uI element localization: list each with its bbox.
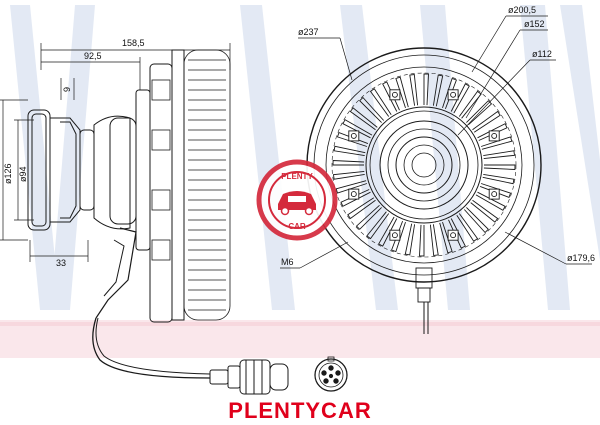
bolt-hole-center [350,132,357,139]
fin [333,145,366,157]
fin [359,96,385,123]
bolt-hole [348,188,360,200]
fin [483,164,516,170]
fin [366,211,390,240]
fin [332,170,365,180]
fin [395,76,409,109]
bolt-hole [488,188,500,200]
fin [439,221,453,254]
side-dim-lines [0,43,231,262]
fin [349,107,378,131]
dim-outer-diameter: ø126 [3,163,13,184]
dim-inner-diameter: ø94 [18,166,28,182]
fin [483,150,516,160]
dim-overall-width: 158,5 [122,38,145,48]
bolt-hole [389,89,401,101]
front-view [280,15,592,334]
bolt-hole [447,229,459,241]
dim-front-ring-diameter: ø200,5 [508,5,536,15]
bolt-hole-center [491,191,498,198]
bolt-hole-center [391,91,398,98]
fin [456,213,479,242]
side-view [0,43,289,395]
fin [482,173,515,185]
dim-front-hub-diameter: ø112 [532,49,552,59]
fin [429,224,439,257]
dim-bore-height: 9 [62,87,72,92]
bolt-hole [389,229,401,241]
fin [347,197,376,220]
seal-text-top: PLENTY [281,172,313,181]
fin [472,110,501,133]
dim-flange-width: 33 [56,258,66,268]
bolt-holes [348,89,500,241]
fin [409,73,419,106]
fin [463,207,489,234]
fin [335,180,368,194]
dim-front-outer-diameter: ø237 [298,27,319,37]
dim-front-mid-diameter: ø152 [524,19,545,29]
fin [466,100,493,126]
bolt-hole-center [491,132,498,139]
fin [470,199,499,223]
dim-hub-width: 92,5 [84,51,102,61]
fin [480,136,513,150]
side-fins [183,49,231,321]
round-connector-pin-icon [314,356,348,392]
fin [369,88,392,117]
fin [355,204,382,230]
seal-text-bottom: CAR [288,222,306,231]
car-seal-logo: PLENTY CAR [256,159,338,241]
bolt-hole [447,89,459,101]
brand-title: PLENTYCAR [228,398,372,423]
bolt-hole-center [450,91,457,98]
bolt-hole-center [350,191,357,198]
bolt-hole-center [391,232,398,239]
bolt-hole-center [450,232,457,239]
bolt-hole [348,130,360,142]
fin [432,74,444,107]
fin [404,223,416,256]
dim-front-thread: M6 [281,257,294,267]
dim-front-bolt-circle: ø179,6 [567,253,595,263]
bolt-hole [488,130,500,142]
fin [458,90,482,119]
fin [423,73,429,106]
fin [332,160,365,166]
fin [419,224,425,257]
